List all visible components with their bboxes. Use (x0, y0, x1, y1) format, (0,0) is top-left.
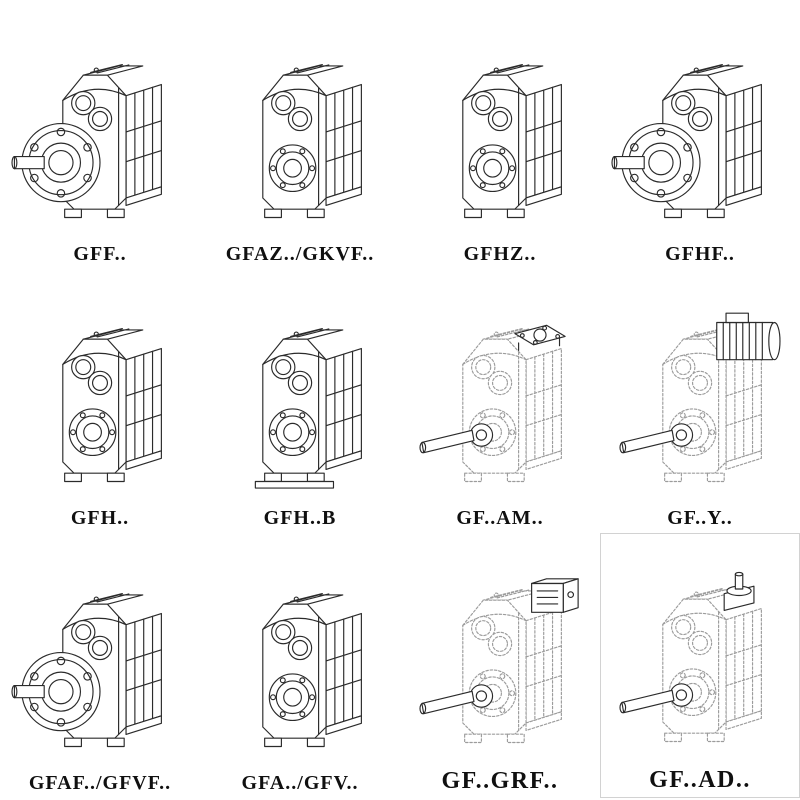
output-bearing (269, 674, 316, 721)
output-bearing (69, 409, 116, 456)
product-cell-gff: GFF.. (0, 4, 200, 269)
housing-outline (263, 64, 362, 217)
model-label: GFA../GFV.. (241, 771, 359, 794)
product-cell-gfaz-gkvf: GFAZ../GKVF.. (200, 4, 400, 269)
gearbox-fixing-element-drawing (207, 299, 393, 505)
model-label: GF..AM.. (456, 507, 544, 530)
model-label: GFH..B (263, 507, 337, 530)
model-label: GFAZ../GKVF.. (225, 242, 375, 265)
gearbox-output-flange-drawing (7, 35, 193, 241)
gearbox-hollow-shaft-drawing (207, 35, 393, 241)
model-label: GF..Y.. (667, 507, 733, 530)
product-cell-gfa-gfv: GFA../GFV.. (200, 533, 400, 798)
output-flange (12, 123, 100, 201)
model-label: GFHZ.. (463, 242, 537, 265)
gearbox-with-motor-drawing (607, 299, 793, 505)
gearbox-motor-adapter-drawing (407, 299, 593, 505)
product-cell-gf-grf: GF..GRF.. (400, 533, 600, 798)
housing-outline (63, 329, 162, 482)
model-label: GF..GRF.. (441, 767, 559, 794)
model-label: GFF.. (73, 242, 127, 265)
product-cell-gfh: GFH.. (0, 269, 200, 534)
fixing-baseplate (255, 482, 333, 489)
product-cell-gf-ad: GF..AD.. (600, 533, 800, 798)
output-bearing (269, 409, 316, 456)
product-cell-gfaf-gfvf: GFAF../GFVF.. (0, 533, 200, 798)
input-shaft-adapter (724, 572, 754, 610)
gearbox-flange-drawing (607, 35, 793, 241)
gearbox-input-gear-unit-drawing (407, 560, 593, 766)
gearbox-hollow-shaft-drawing (7, 299, 193, 505)
housing-outline (463, 64, 562, 217)
input-gear-unit (532, 578, 579, 611)
product-cell-gf-am: GF..AM.. (400, 269, 600, 534)
model-label: GFH.. (70, 507, 130, 530)
gearbox-shrink-disc-drawing (407, 35, 593, 241)
output-bearing (269, 145, 316, 192)
gearbox-output-flange-drawing (7, 564, 193, 770)
output-bearing (469, 145, 516, 192)
model-label: GFHF.. (665, 242, 735, 265)
output-flange (612, 123, 700, 201)
model-label: GFAF../GFVF.. (28, 771, 172, 794)
housing-outline-ghost (663, 588, 762, 741)
housing-outline-ghost (463, 329, 562, 482)
gearbox-input-adapter-drawing (607, 559, 793, 765)
product-cell-gfhz: GFHZ.. (400, 4, 600, 269)
housing-outline (263, 329, 362, 482)
electric-motor (717, 314, 780, 361)
gearbox-solid-shaft-drawing (207, 564, 393, 770)
product-cell-gfhf: GFHF.. (600, 4, 800, 269)
housing-outline (263, 594, 362, 747)
product-cell-gfh-b: GFH..B (200, 269, 400, 534)
output-flange (12, 653, 100, 731)
model-label: GF..AD.. (649, 766, 751, 793)
product-cell-gf-y: GF..Y.. (600, 269, 800, 534)
